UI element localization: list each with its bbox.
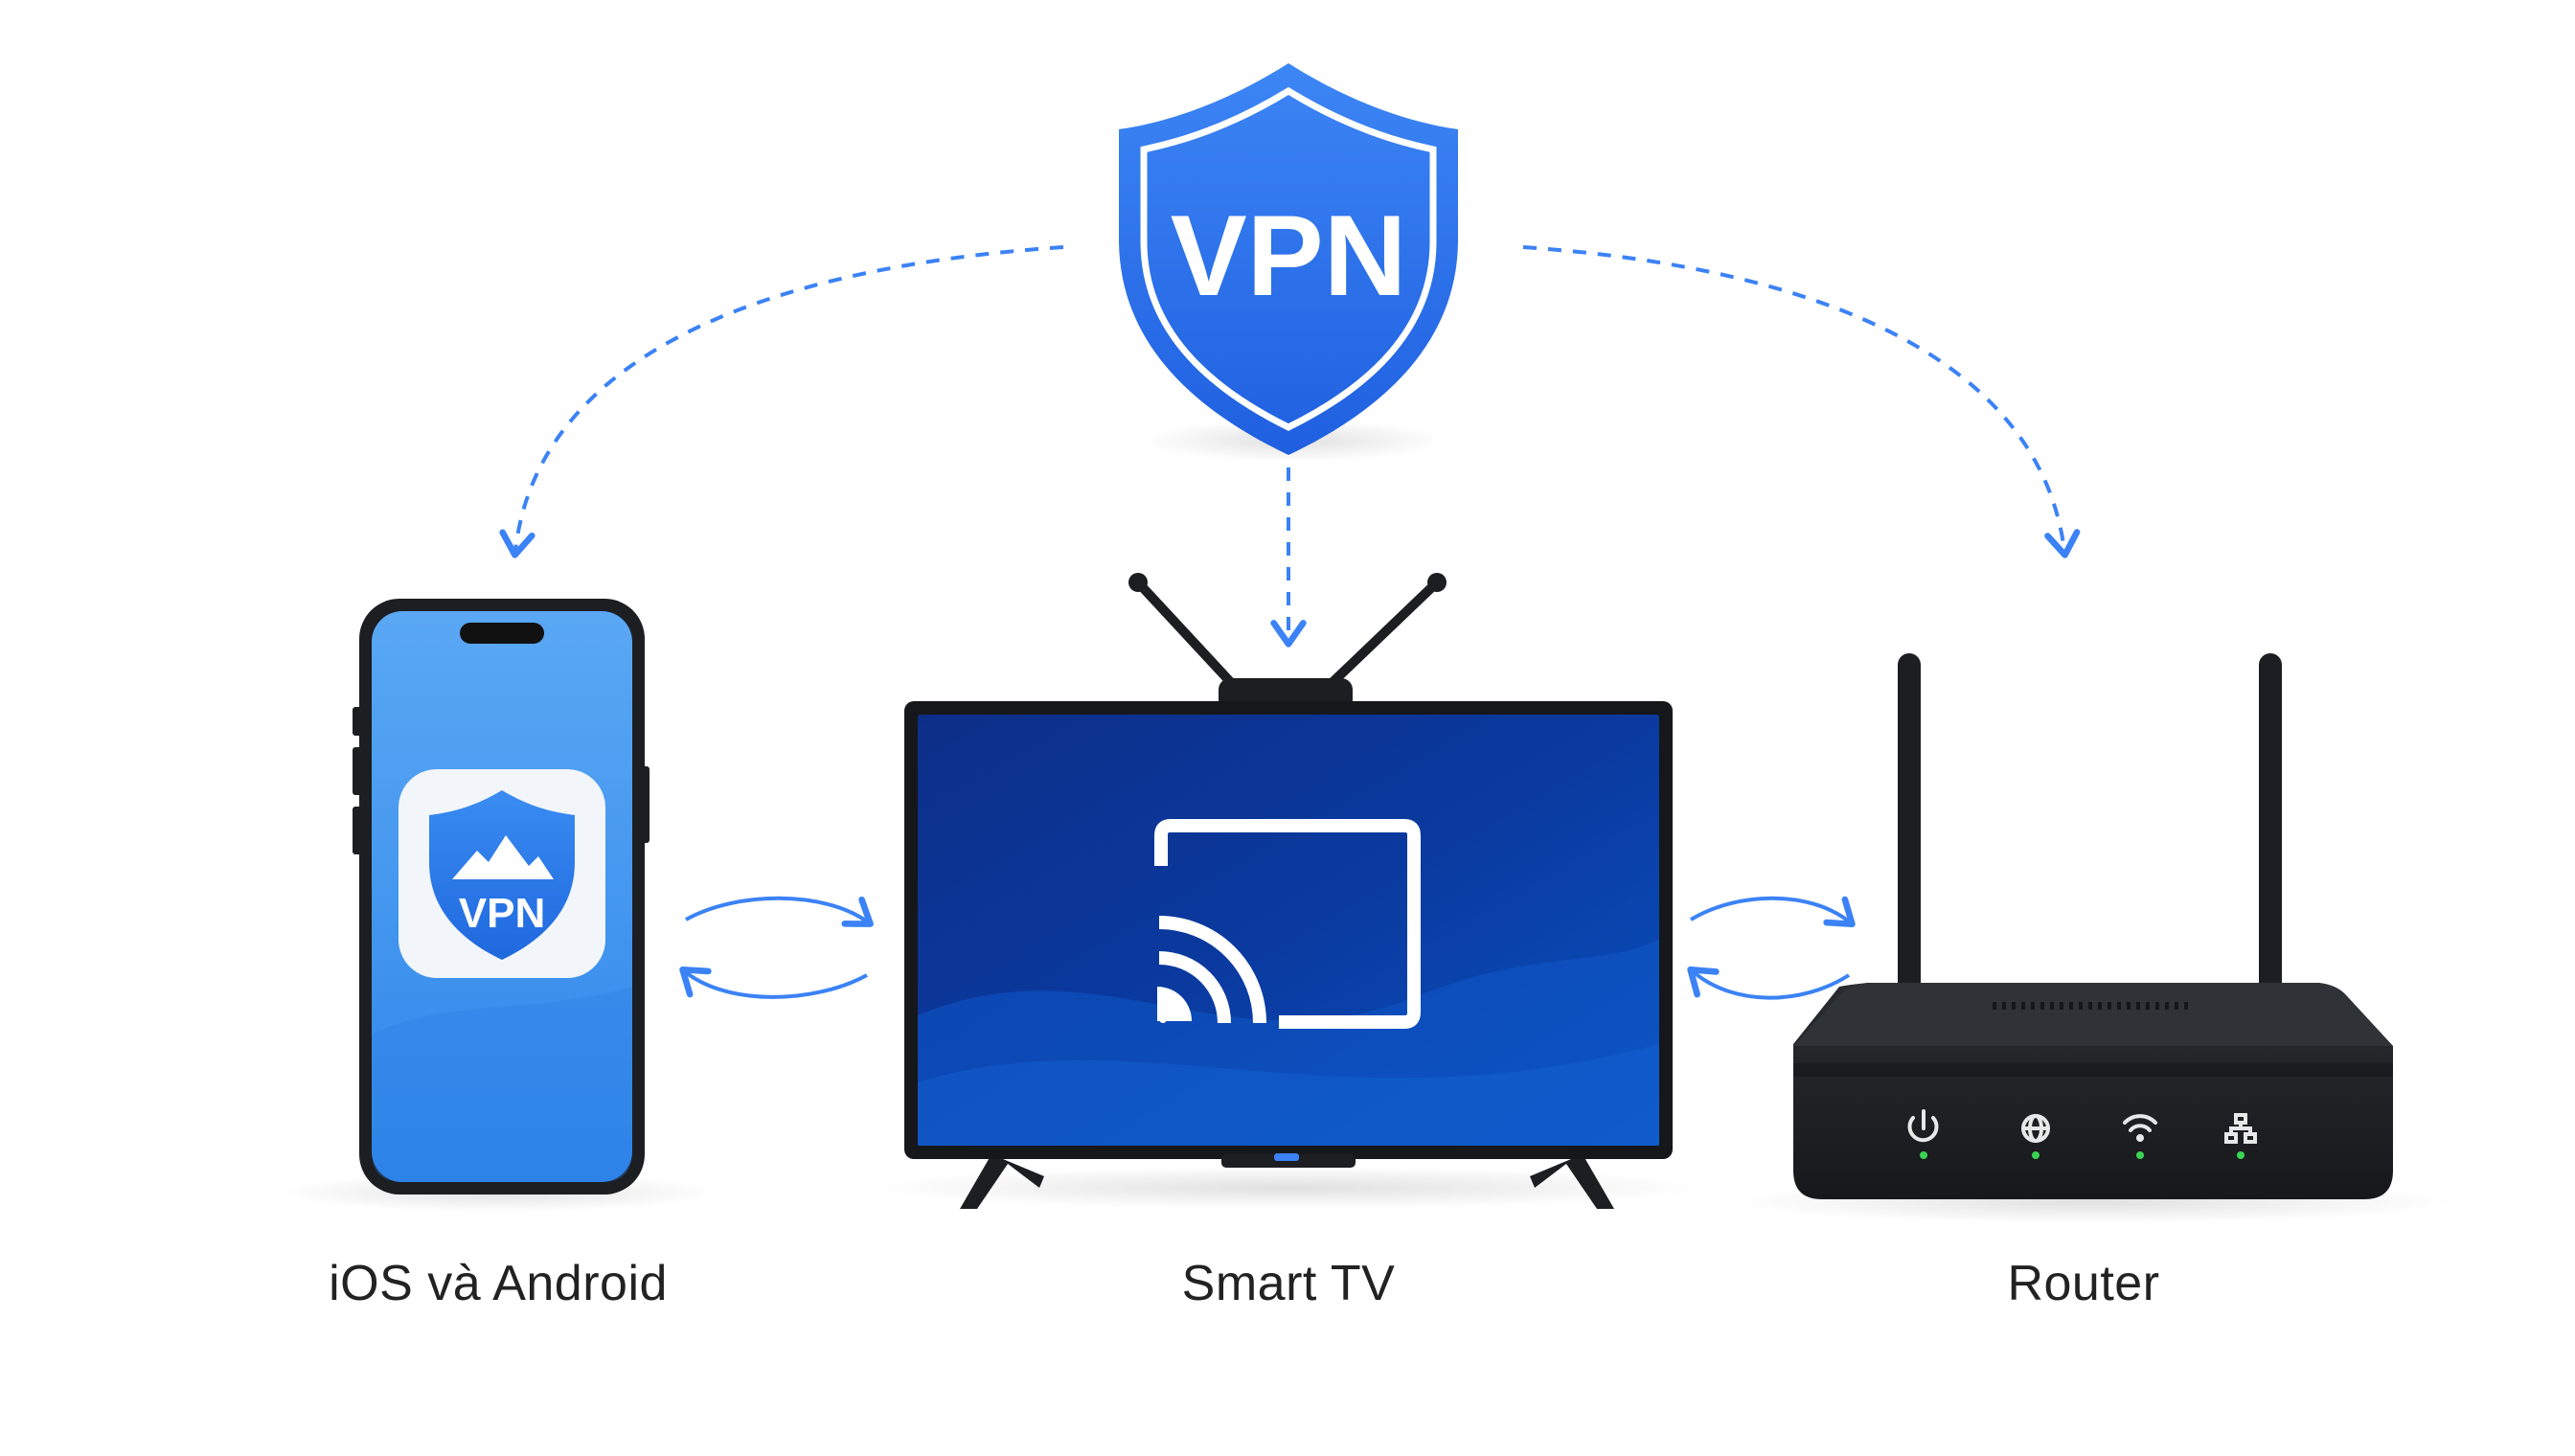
- status-led: [1920, 1151, 1927, 1159]
- vpn-shield-icon: VPN: [1119, 63, 1458, 462]
- power-icon: [1907, 1109, 1939, 1143]
- vpn-to-phone-arrow: [499, 245, 1064, 558]
- device-label-router: Router: [2007, 1256, 2160, 1311]
- smart-tv-icon: [867, 573, 1710, 1209]
- vpn-app-icon[interactable]: VPN: [399, 769, 605, 978]
- globe-icon: [2021, 1114, 2050, 1143]
- vpn-to-router-arrow: [1522, 245, 2081, 558]
- wifi-icon: [2123, 1114, 2157, 1142]
- phone-tv-arrow-right: [685, 896, 874, 927]
- network-icon: [2224, 1113, 2257, 1144]
- tv-router-arrow-left: [1687, 966, 1851, 1000]
- cast-icon: [1154, 819, 1421, 1029]
- phone-tv-arrow-left: [679, 966, 868, 999]
- mountain-icon: [452, 835, 554, 879]
- vpn-shield-label: VPN: [1171, 192, 1407, 320]
- vpn-app-label: VPN: [459, 890, 545, 937]
- router-icon: [1729, 653, 2457, 1223]
- status-led: [2032, 1151, 2039, 1159]
- status-led: [2136, 1151, 2144, 1159]
- tv-router-arrow-right: [1689, 896, 1856, 928]
- status-led: [2237, 1151, 2245, 1159]
- phone-icon: VPN: [278, 599, 718, 1212]
- device-label-tv: Smart TV: [1181, 1256, 1396, 1311]
- device-label-phone: iOS và Android: [329, 1256, 668, 1311]
